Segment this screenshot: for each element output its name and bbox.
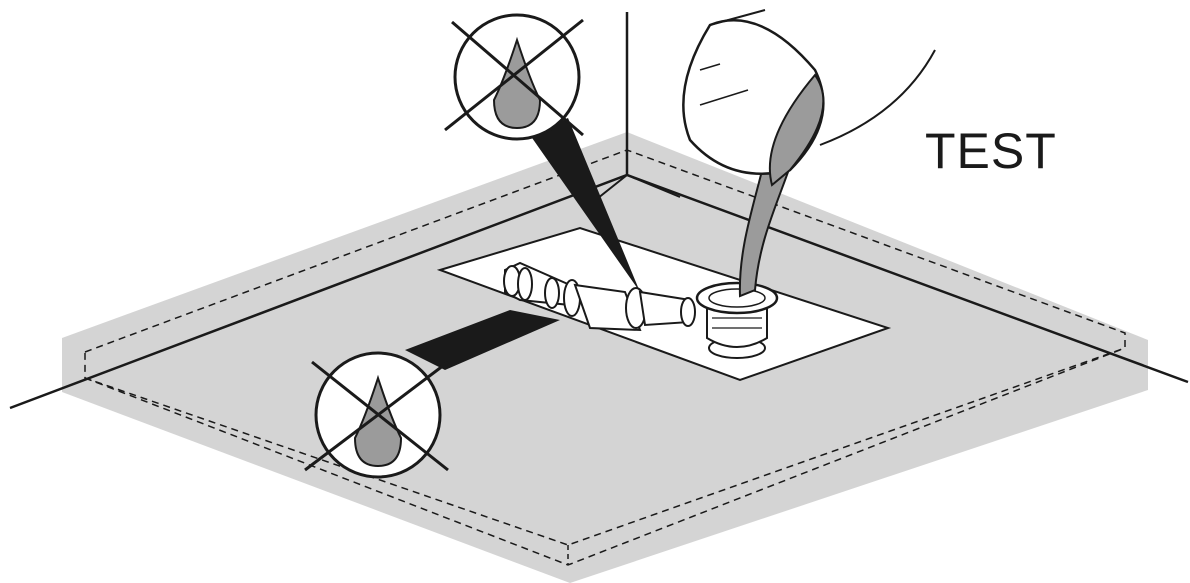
test-label: TEST <box>925 123 1057 179</box>
floor-slab <box>62 132 1148 583</box>
leader-wedge-top <box>530 118 640 292</box>
no-leak-icon <box>304 351 449 479</box>
water-pouring-jug-icon <box>682 9 936 187</box>
drain-trap-icon <box>695 281 779 359</box>
leader-wedge-bottom <box>405 310 560 370</box>
waste-pipe-icon <box>503 261 696 332</box>
no-leak-icon <box>444 13 584 141</box>
